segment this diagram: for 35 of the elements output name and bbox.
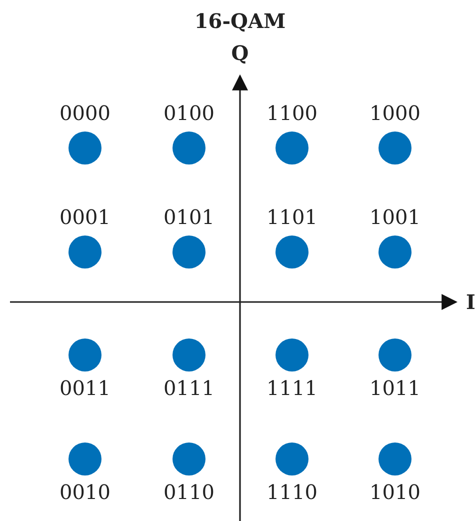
axis-label: Q xyxy=(231,42,249,64)
constellation-point xyxy=(378,131,412,165)
constellation-point xyxy=(68,338,102,372)
constellation-point xyxy=(68,442,102,476)
constellation-point xyxy=(275,235,309,269)
bit-code-label: 1100 xyxy=(266,102,318,124)
bit-code-label: 0001 xyxy=(60,206,110,228)
bit-code-label: 0101 xyxy=(164,206,214,228)
chart-title: 16-QAM xyxy=(194,10,286,32)
bit-code-label: 1110 xyxy=(266,481,318,503)
bit-code-label: 0100 xyxy=(164,102,214,124)
constellation-point xyxy=(275,338,309,372)
constellation-point xyxy=(275,442,309,476)
bit-code-label: 1001 xyxy=(370,206,420,228)
constellation-point xyxy=(275,131,309,165)
bit-code-label: 0010 xyxy=(60,481,110,503)
bit-code-label: 1010 xyxy=(370,481,420,503)
constellation-point xyxy=(378,235,412,269)
constellation-point xyxy=(378,338,412,372)
bit-code-label: 0111 xyxy=(164,377,214,399)
constellation-point xyxy=(68,131,102,165)
constellation-point xyxy=(68,235,102,269)
constellation-point xyxy=(172,131,206,165)
constellation-point xyxy=(378,442,412,476)
axis-label: I xyxy=(466,291,475,313)
constellation-point xyxy=(172,442,206,476)
bit-code-label: 0011 xyxy=(60,377,110,399)
bit-code-label: 1111 xyxy=(266,377,318,399)
bit-code-label: 1101 xyxy=(266,206,318,228)
bit-code-label: 1011 xyxy=(370,377,420,399)
bit-code-label: 0000 xyxy=(60,102,110,124)
constellation-point xyxy=(172,338,206,372)
bit-code-label: 1000 xyxy=(370,102,420,124)
constellation-point xyxy=(172,235,206,269)
bit-code-label: 0110 xyxy=(164,481,214,503)
